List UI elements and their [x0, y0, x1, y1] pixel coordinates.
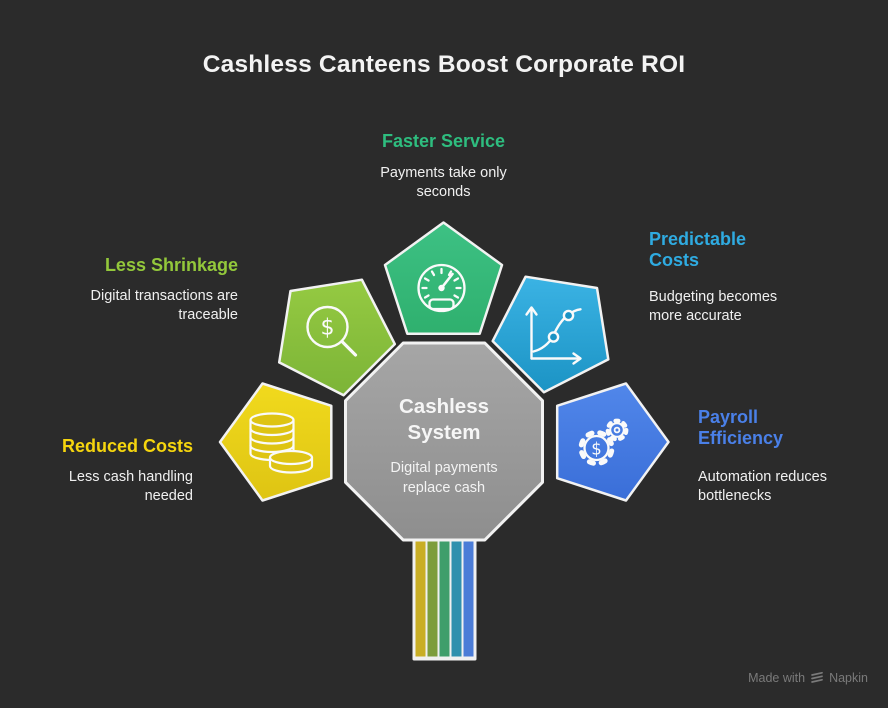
- stem-stripe: [439, 539, 450, 657]
- stem-stripe: [427, 539, 438, 657]
- page-title: Cashless Canteens Boost Corporate ROI: [202, 51, 686, 78]
- benefit-description: Less cash handling needed: [68, 469, 193, 504]
- gears-icon: $: [578, 418, 629, 466]
- benefit-reduced-costs: Reduced Costs Less cash handling needed: [13, 436, 193, 506]
- stem-stripes: [412, 539, 477, 661]
- magnifier-dollar-icon: $: [306, 305, 358, 357]
- benefit-heading: Reduced Costs: [61, 436, 193, 456]
- credit-brand: Napkin: [829, 671, 868, 685]
- pentagon-faster-service: [383, 221, 504, 336]
- stem-stripe: [451, 539, 462, 657]
- benefit-description: Budgeting becomes more accurate: [649, 289, 778, 324]
- center-octagon: [344, 341, 544, 542]
- center-label: Cashless System Digital payments replace…: [346, 394, 542, 498]
- napkin-credit[interactable]: Made with Napkin: [748, 671, 868, 685]
- napkin-logo-icon: [811, 671, 823, 683]
- benefit-description: Automation reduces bottlenecks: [698, 469, 827, 504]
- benefit-faster-service: Faster Service Payments take only second…: [333, 131, 554, 202]
- benefit-less-shrinkage: Less Shrinkage Digital transactions are …: [58, 255, 239, 325]
- center-heading: Cashless System: [398, 395, 490, 444]
- growth-chart-icon: [525, 306, 582, 365]
- benefit-heading: Less Shrinkage: [104, 255, 238, 275]
- benefit-description: Digital transactions are traceable: [90, 288, 239, 323]
- speedometer-icon: [417, 263, 466, 313]
- pentagon-less-shrinkage: [277, 278, 397, 397]
- svg-text:$: $: [591, 440, 602, 459]
- credit-prefix: Made with: [748, 671, 806, 685]
- stem-stripe: [415, 539, 426, 657]
- benefit-payroll-efficiency: Payroll Efficiency Automation reduces bo…: [698, 407, 838, 506]
- center-description: Digital payments replace cash: [390, 460, 498, 496]
- benefit-heading: Predictable Costs: [649, 229, 747, 270]
- benefit-predictable-costs: Predictable Costs Budgeting becomes more…: [649, 229, 799, 326]
- stem-stripe: [463, 539, 474, 657]
- coins-icon: [249, 412, 314, 474]
- benefit-description: Payments take only seconds: [380, 165, 507, 200]
- benefit-heading: Faster Service: [381, 131, 506, 151]
- svg-text:$: $: [321, 316, 335, 341]
- benefit-heading: Payroll Efficiency: [698, 407, 784, 448]
